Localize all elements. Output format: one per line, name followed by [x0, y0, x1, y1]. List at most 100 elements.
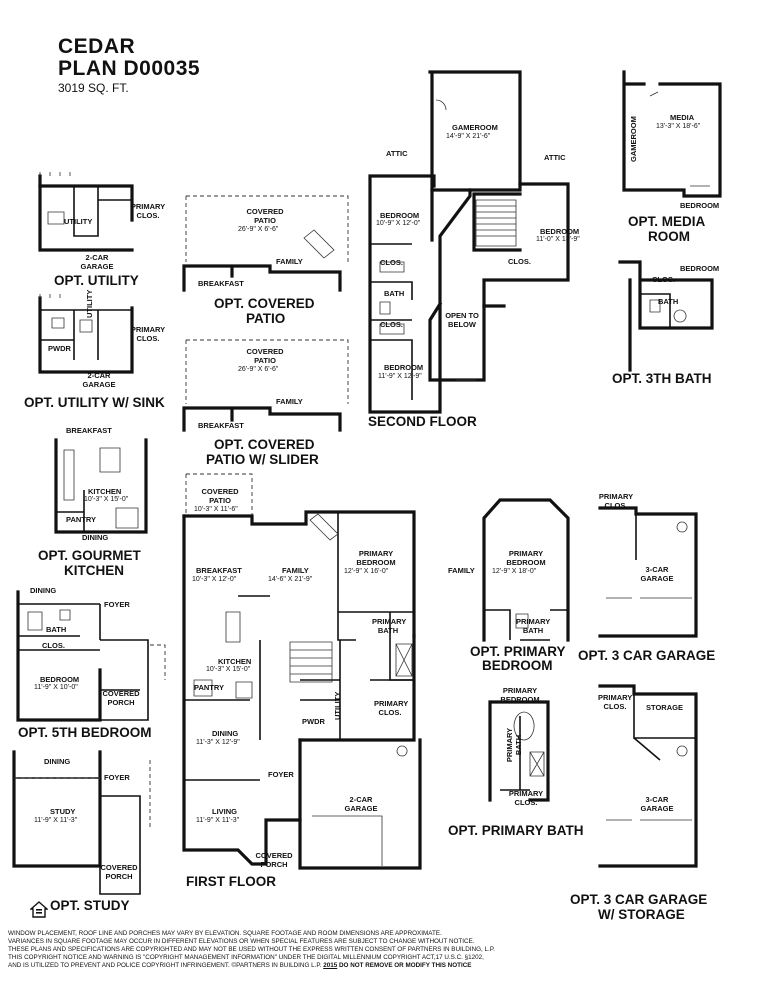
opt-3-car-garage-plan [598, 506, 698, 638]
opt-study-plan [12, 750, 151, 895]
label-primary-clos: PRIMARY CLOS. [508, 789, 544, 807]
label-dining: DINING [44, 757, 71, 766]
label-kitchen: KITCHEN [88, 487, 122, 496]
footer-note-2: VARIANCES IN SQUARE FOOTAGE MAY OCCUR IN… [8, 938, 475, 945]
label-bedroom: BEDROOM [380, 211, 420, 220]
label-primary-bedroom: PRIMARY BEDROOM [356, 549, 396, 567]
label-3-car-garage: 3-CAR GARAGE [640, 795, 674, 813]
label-pantry: PANTRY [66, 515, 96, 524]
opt-utility-sink-plan [38, 294, 134, 374]
label-pwdr: PWDR [48, 344, 71, 353]
label-dining: DINING [82, 533, 109, 542]
label-foyer: FOYER [268, 770, 294, 779]
label-bedroom: BEDROOM [540, 227, 580, 236]
label-garage: 2-CAR GARAGE [80, 253, 114, 271]
label-clos: CLOS. [508, 257, 531, 266]
caption-primary-bedroom: BEDROOM [482, 658, 553, 673]
label-covered-porch: COVERED PORCH [100, 863, 138, 881]
label-covered-patio-dim: 26'-9" X 6'-6" [238, 226, 279, 233]
copyright-year: 2015 [323, 962, 338, 969]
label-bedroom: BEDROOM [680, 201, 720, 210]
label-primary-clos: PRIMARY CLOS. [598, 693, 633, 711]
label-study: STUDY [50, 807, 76, 816]
label-breakfast: BREAKFAST [66, 426, 112, 435]
label-attic: ATTIC [544, 153, 566, 162]
caption-opt-media: OPT. MEDIA [628, 214, 706, 229]
label-breakfast: BREAKFAST [196, 566, 242, 575]
caption-opt-5th-bedroom: OPT. 5TH BEDROOM [18, 725, 152, 740]
do-not-remove-notice: DO NOT REMOVE OR MODIFY THIS NOTICE [339, 962, 472, 969]
label-3-car-garage: 3-CAR GARAGE [640, 565, 674, 583]
caption-media-room: ROOM [648, 229, 690, 244]
footer-note-5: AND IS UTILIZED TO PREVENT AND POLICE CO… [8, 962, 471, 970]
caption-opt-utility-sink: OPT. UTILITY W/ SINK [24, 395, 165, 410]
caption-opt-covered-patio-slider: OPT. COVERED [214, 437, 315, 452]
caption-second-floor: SECOND FLOOR [368, 414, 477, 429]
label-primary-clos: PRIMARY CLOS. [130, 202, 166, 220]
label-kitchen: KITCHEN [218, 657, 252, 666]
opt-utility-plan [38, 172, 134, 252]
label-primary-clos: PRIMARY CLOS. [374, 699, 409, 717]
caption-opt-gourmet: OPT. GOURMET [38, 548, 141, 563]
first-floor-plan [182, 473, 422, 870]
label-bedroom-dim: 11'-9" X 10'-0" [34, 684, 78, 691]
label-family: FAMILY [448, 566, 475, 575]
caption-opt-covered-patio: OPT. COVERED [214, 296, 315, 311]
opt-3-car-storage-plan [598, 684, 698, 868]
label-pantry: PANTRY [194, 683, 224, 692]
label-family-dim: 14'-6" X 21'-9" [268, 576, 313, 583]
label-covered-patio: COVERED PATIO [246, 347, 284, 365]
label-media-dim: 13'-3" X 18'-6" [656, 123, 701, 130]
opt-covered-patio-plan [182, 195, 349, 292]
label-breakfast-dim: 10'-3" X 12'-0" [192, 576, 237, 583]
opt-primary-bath-plan [488, 700, 550, 802]
label-kitchen-dim: 10'-3" X 15'-0" [206, 666, 251, 673]
label-garage: 2-CAR GARAGE [82, 371, 116, 389]
label-study-dim: 11'-9" X 11'-3" [34, 817, 78, 824]
label-bedroom-dim: 11'-0" X 13'-9" [536, 236, 580, 243]
label-clos: CLOS. [652, 275, 675, 284]
caption-opt-primary-bath: OPT. PRIMARY BATH [448, 823, 584, 838]
label-clos: CLOS. [380, 320, 403, 329]
label-family: FAMILY [276, 257, 303, 266]
caption-opt-3-car-storage: OPT. 3 CAR GARAGE [570, 892, 708, 907]
caption-opt-primary: OPT. PRIMARY [470, 644, 566, 659]
label-foyer: FOYER [104, 600, 130, 609]
caption-with-storage: W/ STORAGE [598, 907, 685, 922]
label-living: LIVING [212, 807, 238, 816]
label-kitchen-dim: 10'-3" X 15'-0" [84, 496, 129, 503]
equal-housing-opportunity-icon [29, 900, 49, 920]
label-dining: DINING [30, 586, 57, 595]
label-bath: BATH [46, 625, 67, 634]
label-bedroom: BEDROOM [680, 264, 720, 273]
label-breakfast: BREAKFAST [198, 279, 244, 288]
label-utility: UTILITY [333, 691, 342, 720]
caption-first-floor: FIRST FLOOR [186, 874, 276, 889]
label-primary-bath: PRIMARY BATH [516, 617, 551, 635]
label-primary-bedroom: PRIMARY BEDROOM [506, 549, 546, 567]
caption-patio-slider: PATIO W/ SLIDER [206, 452, 319, 467]
caption-opt-utility: OPT. UTILITY [54, 273, 139, 288]
label-covered-porch: COVERED PORCH [102, 689, 140, 707]
label-pwdr: PWDR [302, 717, 325, 726]
label-primary-bedroom-dim: 12'-9" X 16'-0" [344, 568, 389, 575]
plan-name: CEDAR [58, 35, 136, 58]
label-primary-bath: PRIMARY BATH [505, 727, 523, 763]
footer-note-4: THIS COPYRIGHT NOTICE AND WARNING IS "CO… [8, 954, 484, 961]
caption-patio: PATIO [246, 311, 286, 326]
label-bedroom: BEDROOM [40, 675, 80, 684]
second-floor-plan [368, 70, 570, 414]
plan-number: PLAN D00035 [58, 57, 201, 80]
caption-opt-gourmet-kitchen: KITCHEN [64, 563, 124, 578]
opt-primary-bedroom-plan [482, 498, 570, 642]
opt-media-room-plan [622, 70, 722, 198]
footer-note-3: THESE PLANS AND SPECIFICATIONS ARE COPYR… [8, 946, 495, 953]
label-bedroom: BEDROOM [384, 363, 424, 372]
caption-opt-3-car-garage: OPT. 3 CAR GARAGE [578, 648, 716, 663]
label-garage: 2-CAR GARAGE [344, 795, 378, 813]
label-attic: ATTIC [386, 149, 408, 158]
label-dining: DINING [212, 729, 239, 738]
label-bedroom-dim: 10'-9" X 12'-0" [376, 220, 421, 227]
label-covered-patio: COVERED PATIO [201, 487, 239, 505]
